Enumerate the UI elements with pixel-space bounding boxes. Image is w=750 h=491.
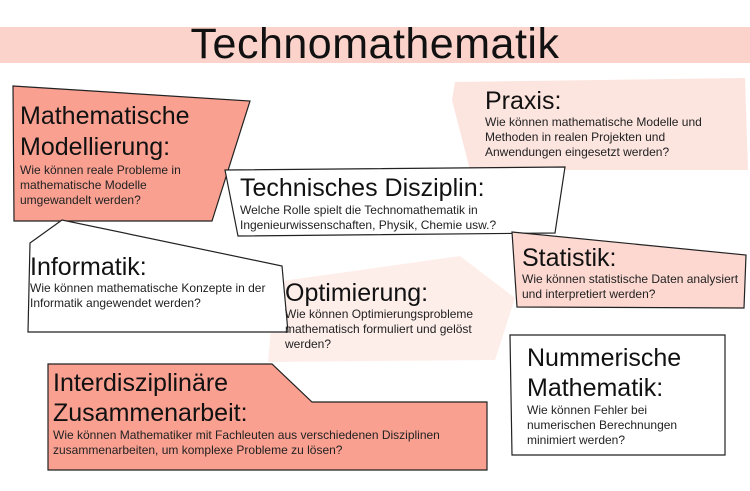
box-heading: Praxis: (485, 87, 562, 115)
box-heading: Interdisziplinäre Zusammenarbeit: (53, 369, 248, 427)
box-mathematische-modellierung: Mathematische Modellierung: Wie können r… (20, 101, 245, 208)
title-band (0, 27, 750, 63)
box-heading: Optimierung: (285, 279, 429, 307)
informatik-shape (27, 219, 289, 333)
nummerische-mathematik-shape (509, 334, 726, 456)
box-heading: Informatik: (30, 253, 147, 281)
box-heading: Mathematische Modellierung: (20, 102, 190, 161)
mathematische-modellierung-shape (12, 85, 251, 222)
box-statistik: Statistik: Wie können statistische Daten… (522, 244, 744, 302)
box-interdisziplinaere-zusammenarbeit: Interdisziplinäre Zusammenarbeit: Wie kö… (53, 368, 483, 458)
box-praxis: Praxis: Wie können mathematische Modelle… (485, 87, 730, 160)
box-nummerische-mathematik: Nummerische Mathematik: Wie können Fehle… (527, 343, 723, 448)
box-informatik: Informatik: Wie können mathematische Kon… (30, 253, 275, 311)
box-question: Wie können reale Probleme in mathematisc… (20, 163, 181, 207)
box-question: Wie können Fehler bei numerischen Berech… (527, 403, 678, 447)
interdisziplinaere-zusammenarbeit-shape (47, 363, 488, 471)
statistik-shape (511, 231, 747, 309)
praxis-shape (452, 78, 748, 170)
box-question: Wie können Mathematiker mit Fachleuten a… (53, 428, 440, 457)
box-question: Wie können mathematische Modelle und Met… (485, 115, 702, 159)
page-title: Technomathematik (190, 20, 560, 68)
technisches-disziplin-shape (224, 166, 566, 237)
box-question: Wie können mathematische Konzepte in der… (30, 281, 266, 310)
box-optimierung: Optimierung: Wie können Optimierungsprob… (285, 279, 510, 352)
box-heading: Technisches Disziplin: (240, 174, 485, 202)
box-question: Wie können statistische Daten analysiert… (522, 272, 739, 301)
box-question: Wie können Optimierungsprobleme mathemat… (285, 307, 474, 351)
box-technisches-disziplin: Technisches Disziplin: Welche Rolle spie… (240, 173, 550, 233)
box-heading: Nummerische Mathematik: (527, 344, 682, 402)
box-heading: Statistik: (522, 244, 617, 272)
box-question: Welche Rolle spielt die Technomathematik… (240, 203, 497, 232)
optimierung-shape (268, 256, 515, 362)
